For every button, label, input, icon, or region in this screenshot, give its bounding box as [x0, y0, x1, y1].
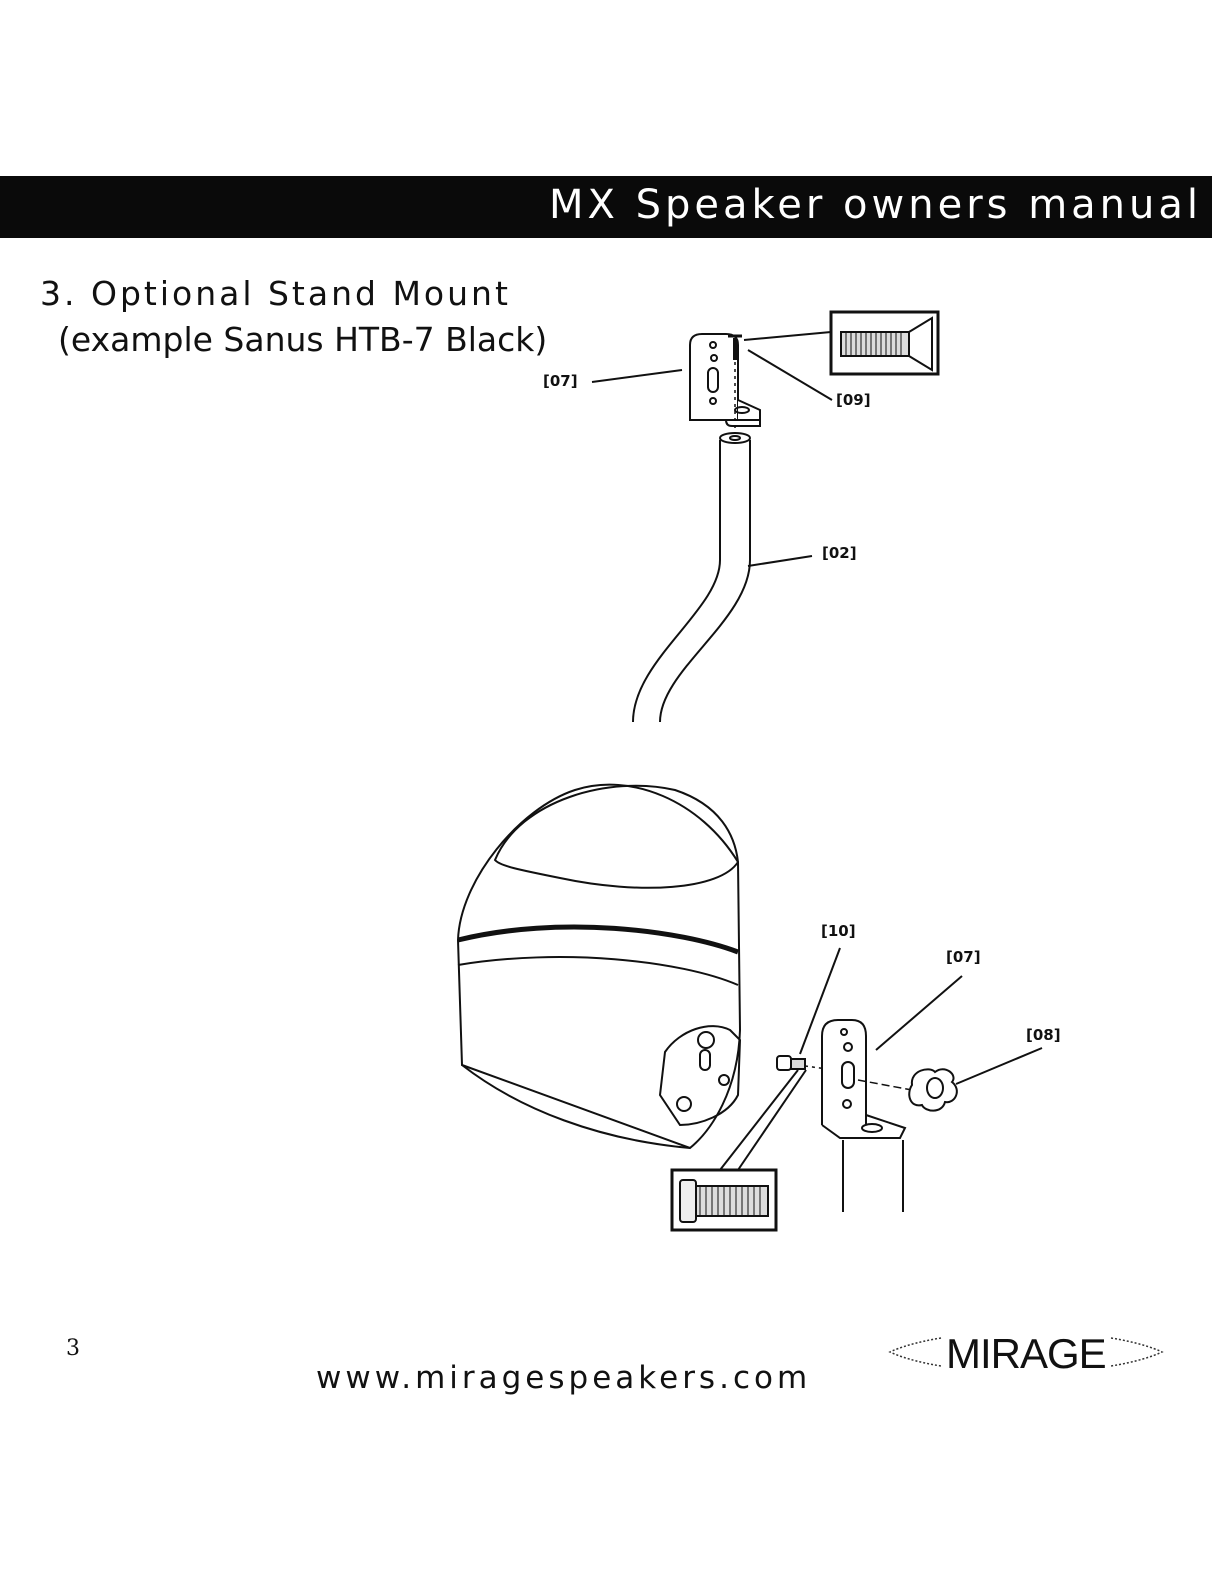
top-bracket: [690, 334, 760, 426]
page-number: 3: [66, 1336, 80, 1361]
speaker: [458, 785, 740, 1148]
knob: [909, 1069, 957, 1110]
callout-label-knob: [08]: [1026, 1026, 1061, 1044]
callout-label-bracket-top: [07]: [543, 372, 578, 390]
brand-logo: MIRAGE: [886, 1328, 1166, 1378]
callout-label-pipe: [02]: [822, 544, 857, 562]
bottom-bracket: [822, 1020, 912, 1212]
pipe: [633, 433, 750, 722]
website-url: www.miragespeakers.com: [316, 1360, 811, 1396]
callout-label-bracket-bottom: [07]: [946, 948, 981, 966]
callout-label-screw-top: [09]: [836, 391, 871, 409]
callout-label-bolt: [10]: [821, 922, 856, 940]
brand-name: MIRAGE: [946, 1330, 1106, 1378]
